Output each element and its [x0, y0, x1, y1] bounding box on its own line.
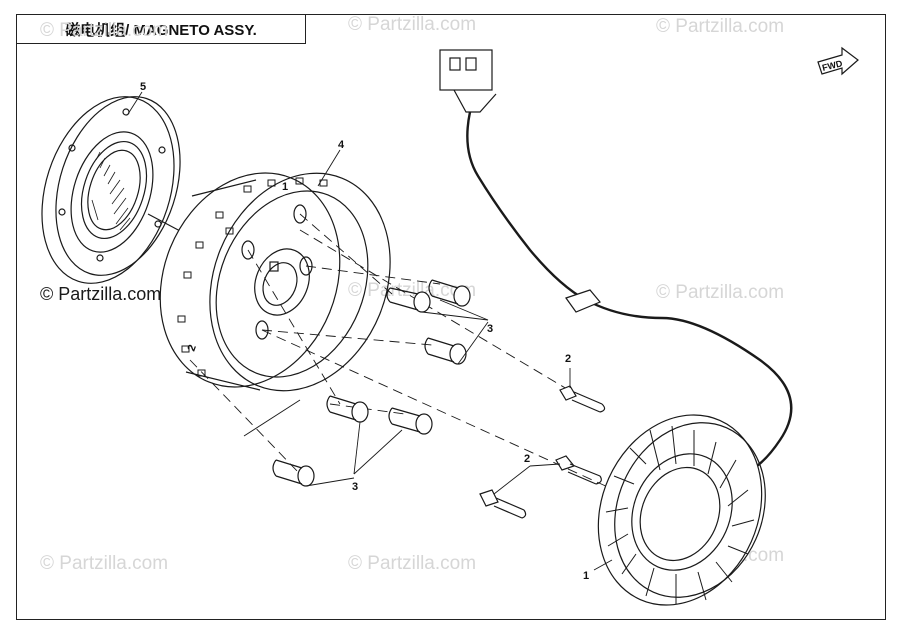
flange-screw	[479, 489, 527, 519]
socket-bolt	[386, 287, 431, 313]
watermark: © Partzilla.com	[40, 20, 169, 41]
callout-1: 1	[583, 570, 589, 582]
callout-3: 3	[352, 481, 358, 493]
watermark: © Partzilla.com	[656, 16, 785, 37]
socket-bolt	[326, 395, 369, 423]
one-way-clutch	[41, 96, 183, 284]
flange-screw	[555, 455, 602, 485]
fwd-arrow-icon: FWD	[817, 46, 859, 76]
callout-4: 4	[338, 139, 345, 151]
wire-harness	[466, 111, 793, 476]
socket-bolt	[428, 279, 471, 307]
flywheel-rotor: 1 2	[159, 172, 391, 392]
flywheel-mark-1: 1	[282, 181, 288, 193]
watermark: © Partzilla.com	[348, 280, 477, 301]
leader-lines	[127, 91, 613, 571]
socket-bolt	[424, 337, 467, 365]
stator-coil	[597, 414, 766, 606]
fwd-label: FWD	[821, 58, 844, 73]
diagram-title: 磁电机组/ MAGNETO ASSY.	[16, 14, 306, 44]
wire-connector	[439, 49, 497, 113]
watermark: © Partzilla.com	[40, 553, 169, 574]
watermark: © Partzilla.com	[40, 284, 162, 304]
watermark: © Partzilla.com	[348, 14, 477, 35]
callout-5: 5	[140, 81, 146, 93]
callout-2: 2	[524, 453, 530, 465]
flange-screw	[559, 385, 606, 413]
socket-bolt	[272, 459, 315, 487]
harness-clip	[565, 289, 601, 313]
socket-bolt	[388, 407, 433, 435]
watermark: © Partzilla.com	[656, 282, 785, 303]
flywheel-mark-2: 2	[186, 343, 199, 353]
callout-3: 3	[487, 323, 493, 335]
callout-2: 2	[565, 353, 571, 365]
diagram-frame	[16, 14, 886, 620]
watermark: © Partzilla.com	[348, 553, 477, 574]
